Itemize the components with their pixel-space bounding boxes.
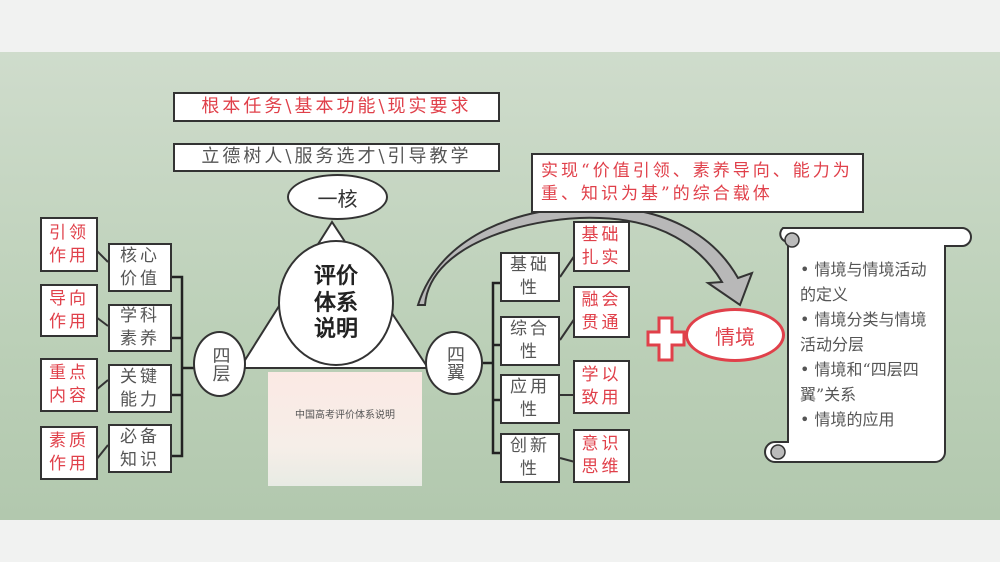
four-wings-circle: 四翼 xyxy=(425,331,483,395)
book-cover-image: 中国高考评价体系说明 xyxy=(268,372,422,486)
plus-icon xyxy=(646,316,686,362)
layer-box: 学科素养 xyxy=(108,304,172,352)
scroll-item: • 情境和“四层四翼”关系 xyxy=(800,360,919,404)
core-ellipse: 一核 xyxy=(287,174,388,220)
slide: 根本任务\基本功能\现实要求 立德树人\服务选才\引导教学 一核 评价 体系 说… xyxy=(0,52,1000,520)
wing-box: 应用性 xyxy=(500,374,560,424)
role-box: 导向作用 xyxy=(40,284,98,337)
situation-ellipse: 情境 xyxy=(685,308,785,362)
wing-note-box: 融会贯通 xyxy=(573,286,630,338)
scroll-item: • 情境与情境活动的定义 xyxy=(800,260,927,304)
book-title: 中国高考评价体系说明 xyxy=(295,410,395,421)
center-line: 评价 xyxy=(313,263,358,290)
role-box: 重点内容 xyxy=(40,358,98,412)
role-box: 素质作用 xyxy=(40,426,98,480)
center-circle: 评价 体系 说明 xyxy=(278,240,394,366)
goal-box: 立德树人\服务选才\引导教学 xyxy=(173,143,500,172)
wing-note-box: 学以致用 xyxy=(573,360,630,414)
right-bracket xyxy=(483,281,500,455)
scroll-item: • 情境的应用 xyxy=(800,410,895,429)
mission-box: 根本任务\基本功能\现实要求 xyxy=(173,92,500,122)
wing-box: 综合性 xyxy=(500,316,560,366)
scroll-item: • 情境分类与情境活动分层 xyxy=(800,310,927,354)
four-layers-circle: 四层 xyxy=(193,331,246,397)
left-bracket xyxy=(172,275,195,458)
carrier-text-box: 实现“价值引领、素养导向、能力为重、知识为基”的综合载体 xyxy=(531,153,864,213)
wing-note-box: 意识思维 xyxy=(573,429,630,483)
right-callout-tails xyxy=(559,254,576,463)
role-box: 引领作用 xyxy=(40,217,98,272)
scroll-content: • 情境与情境活动的定义 • 情境分类与情境活动分层 • 情境和“四层四翼”关系… xyxy=(800,257,940,432)
wing-box: 基础性 xyxy=(500,252,560,302)
layer-box: 关键能力 xyxy=(108,364,172,413)
curved-arrow xyxy=(416,205,754,307)
left-callout-tails xyxy=(95,249,109,461)
layer-box: 核心价值 xyxy=(108,243,172,292)
center-line: 体系 xyxy=(313,289,358,316)
layer-box: 必备知识 xyxy=(108,424,172,473)
center-line: 说明 xyxy=(313,316,358,343)
wing-note-box: 基础扎实 xyxy=(573,221,630,272)
wing-box: 创新性 xyxy=(500,433,560,483)
